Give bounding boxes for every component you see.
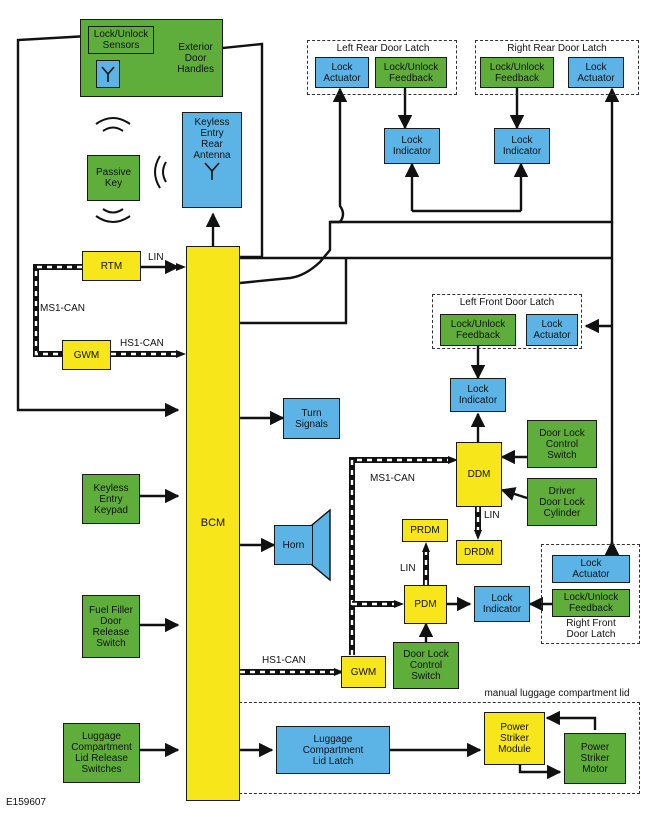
antenna-icon [204,162,220,180]
right-front-lock-indicator: Lock Indicator [474,586,530,622]
lin-rtm-label: LIN [148,252,164,263]
handles-antenna [96,60,120,88]
gwm-bottom-module: GWM [341,656,386,688]
keyless-entry-rear-antenna: Keyless Entry Rear Antenna [182,112,242,208]
luggage-compartment-lid-release-switches: Luggage Compartment Lid Release Switches [63,723,140,783]
right-rear-lock-actuator: Lock Actuator [568,57,624,88]
right-front-latch-label: Right Front Door Latch [566,618,616,640]
left-rear-lock-indicator: Lock Indicator [384,128,440,164]
hs1-can-top-label: HS1-CAN [120,338,164,349]
antenna-icon [101,66,115,82]
horn-bell [311,508,331,582]
right-rear-lock-indicator: Lock Indicator [494,128,550,164]
right-front-latch-group [541,544,640,644]
bcm-module: BCM [186,246,240,801]
ms1-can-left-label: MS1-CAN [40,303,86,314]
wire-sensors-bcm [16,34,180,418]
left-front-latch-label: Left Front Door Latch [459,297,555,308]
driver-door-lock-cylinder: Driver Door Lock Cylinder [527,478,597,526]
fuel-filler-door-release-switch: Fuel Filler Door Release Switch [82,595,140,658]
figure-id: E159607 [6,797,47,808]
gwm-top-module: GWM [62,340,111,370]
turn-signals: Turn Signals [283,398,340,439]
lin-ddm-label: LIN [484,510,500,521]
left-rear-latch-label: Left Rear Door Latch [336,43,430,54]
passive-key: Passive Key [87,155,140,201]
bus-ms1-can-right [349,457,448,655]
exterior-door-handles-label: Exterior Door Handles [177,41,214,75]
luggage-compartment-lid-latch: Luggage Compartment Lid Latch [276,726,390,774]
left-front-lock-actuator: Lock Actuator [526,314,578,346]
pdm-module: PDM [404,585,447,624]
right-rear-latch-group [475,40,639,95]
horn: Horn [274,525,313,565]
right-front-lock-actuator: Lock Actuator [552,555,630,583]
left-front-lock-indicator: Lock Indicator [450,378,506,412]
left-rear-latch-group [307,40,457,95]
hs1-can-bottom-label: HS1-CAN [262,655,306,666]
left-front-latch-group [432,294,582,349]
wire-bcm-rear-latches [239,87,348,285]
power-striker-motor: Power Striker Motor [564,733,626,784]
left-rear-lock-actuator: Lock Actuator [315,57,369,88]
ddm-door-lock-control-switch: Door Lock Control Switch [527,420,597,468]
radio-waves [95,117,167,223]
rtm-module: RTM [82,251,141,281]
ms1-can-right-label: MS1-CAN [370,473,416,484]
lock-unlock-sensors: Lock/Unlock Sensors [88,26,154,54]
right-rear-lock-feedback: Lock/Unlock Feedback [480,57,554,88]
drdm-module: DRDM [456,540,502,565]
luggage-lid-label: manual luggage compartment lid [484,688,630,699]
right-rear-latch-label: Right Rear Door Latch [507,43,607,54]
ddm-module: DDM [456,442,502,507]
left-rear-lock-feedback: Lock/Unlock Feedback [375,57,447,88]
prdm-module: PRDM [402,519,448,542]
wire-bcm-lf-latch [240,258,348,325]
left-front-lock-feedback: Lock/Unlock Feedback [440,314,516,346]
pdm-door-lock-control-switch: Door Lock Control Switch [393,642,459,689]
power-striker-module: Power Striker Module [484,712,545,765]
keyless-entry-keypad: Keyless Entry Keypad [82,474,140,524]
right-front-lock-feedback: Lock/Unlock Feedback [552,589,630,617]
lin-pdm-label: LIN [400,563,416,574]
wire-rear-actuator-right [330,87,620,224]
keyless-antenna-label: Keyless Entry Rear Antenna [193,117,231,161]
